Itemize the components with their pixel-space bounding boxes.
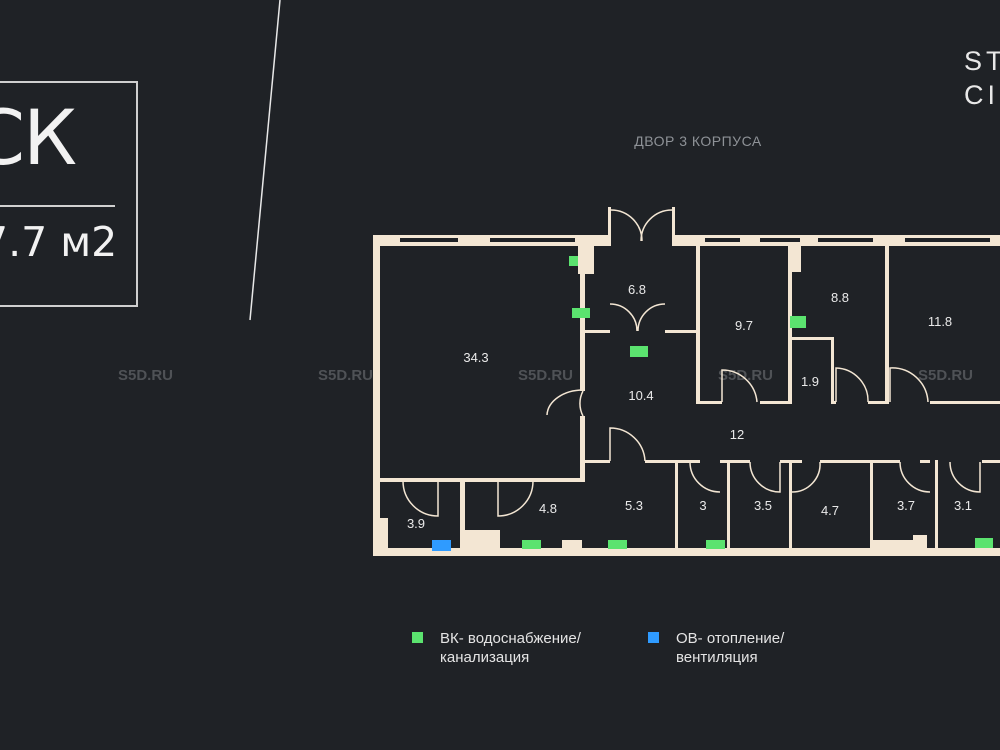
room-area-label: 3.7 (897, 498, 915, 513)
unit-code: СК (0, 93, 77, 182)
water-marker (522, 540, 541, 549)
unit-info-box (0, 81, 138, 307)
water-marker (569, 256, 578, 266)
water-marker (608, 540, 627, 549)
water-marker (790, 316, 806, 328)
watermark: S5D.RU (118, 367, 174, 384)
water-markers (522, 256, 993, 549)
water-marker (975, 538, 993, 548)
info-divider (0, 205, 115, 207)
room-area-label: 6.8 (628, 282, 646, 297)
room-area-label: 3.1 (954, 498, 972, 513)
water-legend-label: ВК- водоснабжение/ канализация (440, 629, 581, 667)
water-legend-swatch (412, 632, 423, 643)
room-area-label: 5.3 (625, 498, 643, 513)
walls (373, 207, 1000, 556)
door-swings (402, 209, 981, 517)
heating-marker (432, 540, 451, 551)
heating-legend-swatch (648, 632, 659, 643)
room-area-label: 3.9 (407, 516, 425, 531)
unit-area: 7.7 м2 (0, 218, 118, 266)
room-area-label: 9.7 (735, 318, 753, 333)
room-area-label: 3 (699, 498, 706, 513)
watermark: S5D.RU (918, 367, 974, 384)
watermark: S5D.RU (518, 367, 574, 384)
water-marker (630, 346, 648, 357)
legend-line: ВК- водоснабжение/ (440, 630, 581, 647)
room-area-label: 34.3 (463, 350, 488, 365)
yard-label: ДВОР 3 КОРПУСА (634, 133, 762, 149)
room-area-label: 10.4 (628, 388, 653, 403)
brand-line-1: ST (964, 46, 1000, 76)
room-area-label: 12 (730, 427, 744, 442)
room-area-label: 4.8 (539, 501, 557, 516)
water-marker (572, 308, 590, 318)
water-marker (706, 540, 725, 549)
legend-line: ОВ- отопление/ (676, 630, 785, 647)
room-area-label: 4.7 (821, 503, 839, 518)
legend-line: вентиляция (676, 649, 758, 666)
heating-legend-label: ОВ- отопление/ вентиляция (676, 629, 784, 667)
room-labels: 34.3 6.8 9.7 8.8 11.8 1.9 10.4 12 3.9 4.… (407, 282, 972, 531)
brand-logo: ST CI (964, 44, 1000, 112)
decorative-diagonal-line (249, 0, 281, 321)
legend-line: канализация (440, 649, 530, 666)
room-area-label: 3.5 (754, 498, 772, 513)
room-area-label: 1.9 (801, 374, 819, 389)
room-area-label: 8.8 (831, 290, 849, 305)
watermark: S5D.RU (318, 367, 374, 384)
brand-line-2: CI (964, 80, 999, 110)
room-area-label: 11.8 (928, 314, 952, 329)
